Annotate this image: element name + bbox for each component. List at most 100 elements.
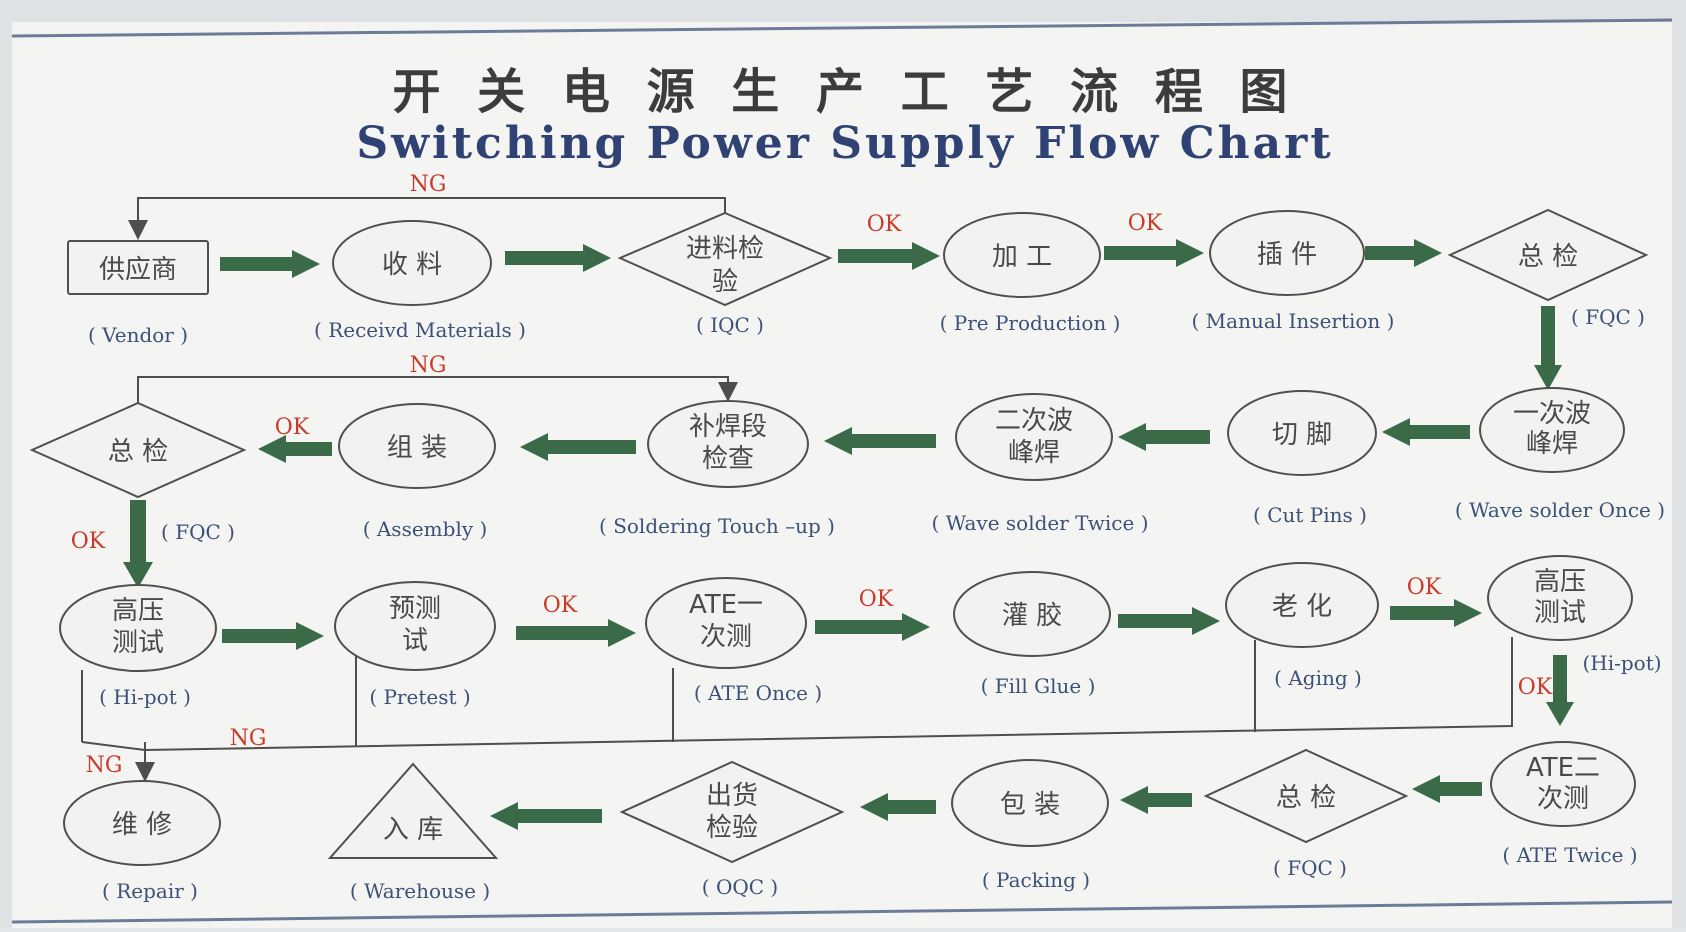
svg-text:进料检: 进料检	[686, 234, 764, 264]
arrow-insert-fqc1	[1365, 239, 1442, 267]
ng-return-line	[144, 637, 1513, 751]
node-packing-en: ( Packing )	[982, 868, 1090, 892]
svg-text:总 检: 总 检	[1518, 242, 1578, 272]
arrow-aging-hipot2	[1390, 599, 1482, 627]
svg-text:维 修: 维 修	[112, 810, 172, 840]
arrow-fqc3-packing	[1120, 786, 1192, 814]
node-assembly: 组 装 ( Assembly )	[338, 403, 496, 541]
svg-text:加 工: 加 工	[992, 242, 1052, 272]
ng-join	[81, 741, 146, 751]
bottom-border	[11, 900, 1673, 924]
top-border	[11, 18, 1673, 38]
arrow-iqc-preprod	[838, 242, 940, 270]
arrow-ate1-fillglue	[815, 613, 930, 641]
node-hipot2-en: (Hi-pot)	[1582, 651, 1661, 675]
svg-text:高压: 高压	[112, 596, 164, 626]
node-receive: 收 料 ( Receivd Materials )	[314, 220, 526, 342]
arrow-ate2-fqc3	[1412, 775, 1482, 803]
node-pretest-en: ( Pretest )	[369, 685, 470, 709]
svg-text:出货: 出货	[706, 781, 758, 811]
svg-text:预测: 预测	[389, 594, 441, 624]
svg-text:次测: 次测	[700, 622, 752, 652]
svg-text:入 库: 入 库	[383, 815, 443, 845]
node-fqc2: 总 检 ( FQC )	[29, 401, 247, 544]
svg-text:总 检: 总 检	[108, 437, 168, 467]
node-warehouse: 入 库 ( Warehouse )	[327, 762, 499, 903]
node-fqc2-en: ( FQC )	[161, 520, 235, 544]
chart-panel	[12, 22, 1672, 928]
arrow-wave1-cutpins	[1382, 418, 1470, 446]
arrow-preprod-insert	[1104, 239, 1204, 267]
svg-text:老 化: 老 化	[1272, 592, 1332, 622]
ok-label-8: OK	[1518, 675, 1553, 700]
ng-label-2: NG	[410, 353, 447, 378]
title-chinese: 开 关 电 源 生 产 工 艺 流 程 图	[392, 64, 1297, 120]
node-touchup-en: ( Soldering Touch –up )	[599, 514, 835, 538]
svg-text:试: 试	[402, 626, 428, 656]
svg-text:峰焊: 峰焊	[1008, 438, 1060, 468]
arrow-fqc2-hipot1	[123, 500, 153, 588]
node-fillglue: 灌 胶 ( Fill Glue )	[953, 571, 1111, 698]
ok-label-3: OK	[275, 415, 310, 440]
node-hipot1: 高压 测试 ( Hi-pot )	[59, 584, 217, 709]
node-cutpins-en: ( Cut Pins )	[1253, 503, 1367, 527]
arrow-assembly-fqc2	[258, 435, 332, 463]
svg-text:检查: 检查	[702, 444, 754, 474]
node-aging: 老 化 ( Aging )	[1225, 562, 1379, 690]
ng-label-3: NG	[230, 726, 267, 751]
ok-label-2: OK	[1128, 211, 1163, 236]
arrow-receive-iqc	[505, 244, 611, 272]
node-ate1: ATE一 次测 ( ATE Once )	[645, 577, 822, 705]
ng-loop-iqc-vendor	[128, 197, 726, 240]
svg-text:组 装: 组 装	[387, 433, 447, 463]
arrow-pretest-ate1	[516, 619, 636, 647]
svg-text:一次波: 一次波	[1513, 399, 1591, 429]
svg-text:测试: 测试	[112, 628, 164, 658]
svg-text:灌 胶: 灌 胶	[1002, 601, 1062, 631]
arrow-touchup-assembly	[520, 433, 636, 461]
node-repair: 维 修 ( Repair )	[63, 780, 221, 903]
node-fqc3-en: ( FQC )	[1273, 856, 1347, 880]
svg-text:高压: 高压	[1534, 567, 1586, 597]
node-ate1-en: ( ATE Once )	[694, 681, 822, 705]
svg-text:ATE二: ATE二	[1526, 753, 1600, 783]
arrow-vendor-receive	[220, 250, 320, 278]
svg-text:次测: 次测	[1537, 784, 1589, 814]
svg-text:二次波: 二次波	[995, 406, 1073, 436]
node-insert-en: ( Manual Insertion )	[1192, 309, 1395, 333]
node-pretest: 预测 试 ( Pretest )	[334, 581, 496, 709]
ok-label-5: OK	[543, 593, 578, 618]
arrow-oqc-warehouse	[490, 802, 602, 830]
node-fillglue-en: ( Fill Glue )	[981, 674, 1096, 698]
node-wave1-en: ( Wave solder Once )	[1455, 498, 1665, 522]
node-fqc3: 总 检 ( FQC )	[1203, 748, 1409, 880]
svg-text:补焊段: 补焊段	[689, 412, 767, 442]
node-fqc1: 总 检 ( FQC )	[1447, 208, 1649, 329]
node-insert: 插 件 ( Manual Insertion )	[1192, 210, 1395, 333]
node-cutpins: 切 脚 ( Cut Pins )	[1227, 390, 1377, 527]
arrow-wave2-touchup	[824, 427, 936, 455]
node-preprod-en: ( Pre Production )	[940, 311, 1121, 335]
ok-label-7: OK	[1407, 575, 1442, 600]
svg-text:供应商: 供应商	[99, 255, 177, 285]
node-packing: 包 装 ( Packing )	[951, 759, 1109, 892]
svg-text:检验: 检验	[706, 813, 758, 843]
arrow-cutpins-wave2	[1118, 423, 1210, 451]
svg-text:包 装: 包 装	[1000, 790, 1060, 820]
node-iqc-en: ( IQC )	[696, 313, 764, 337]
title-english: Switching Power Supply Flow Chart	[356, 118, 1333, 169]
node-oqc-en: ( OQC )	[702, 875, 778, 899]
arrow-hipot1-pretest	[222, 622, 324, 650]
node-fqc1-en: ( FQC )	[1571, 305, 1645, 329]
node-receive-en: ( Receivd Materials )	[314, 318, 526, 342]
node-hipot2: 高压 测试 (Hi-pot)	[1487, 555, 1662, 675]
node-iqc: 进料检 验 ( IQC )	[617, 211, 833, 337]
svg-text:ATE一: ATE一	[689, 590, 763, 620]
ok-label-6: OK	[859, 587, 894, 612]
ng-loop-touchup-fqc2	[137, 376, 738, 403]
node-vendor: 供应商 ( Vendor )	[67, 240, 209, 347]
node-assembly-en: ( Assembly )	[363, 517, 488, 541]
node-oqc: 出货 检验 ( OQC )	[619, 760, 845, 899]
node-touchup: 补焊段 检查 ( Soldering Touch –up )	[599, 400, 835, 538]
